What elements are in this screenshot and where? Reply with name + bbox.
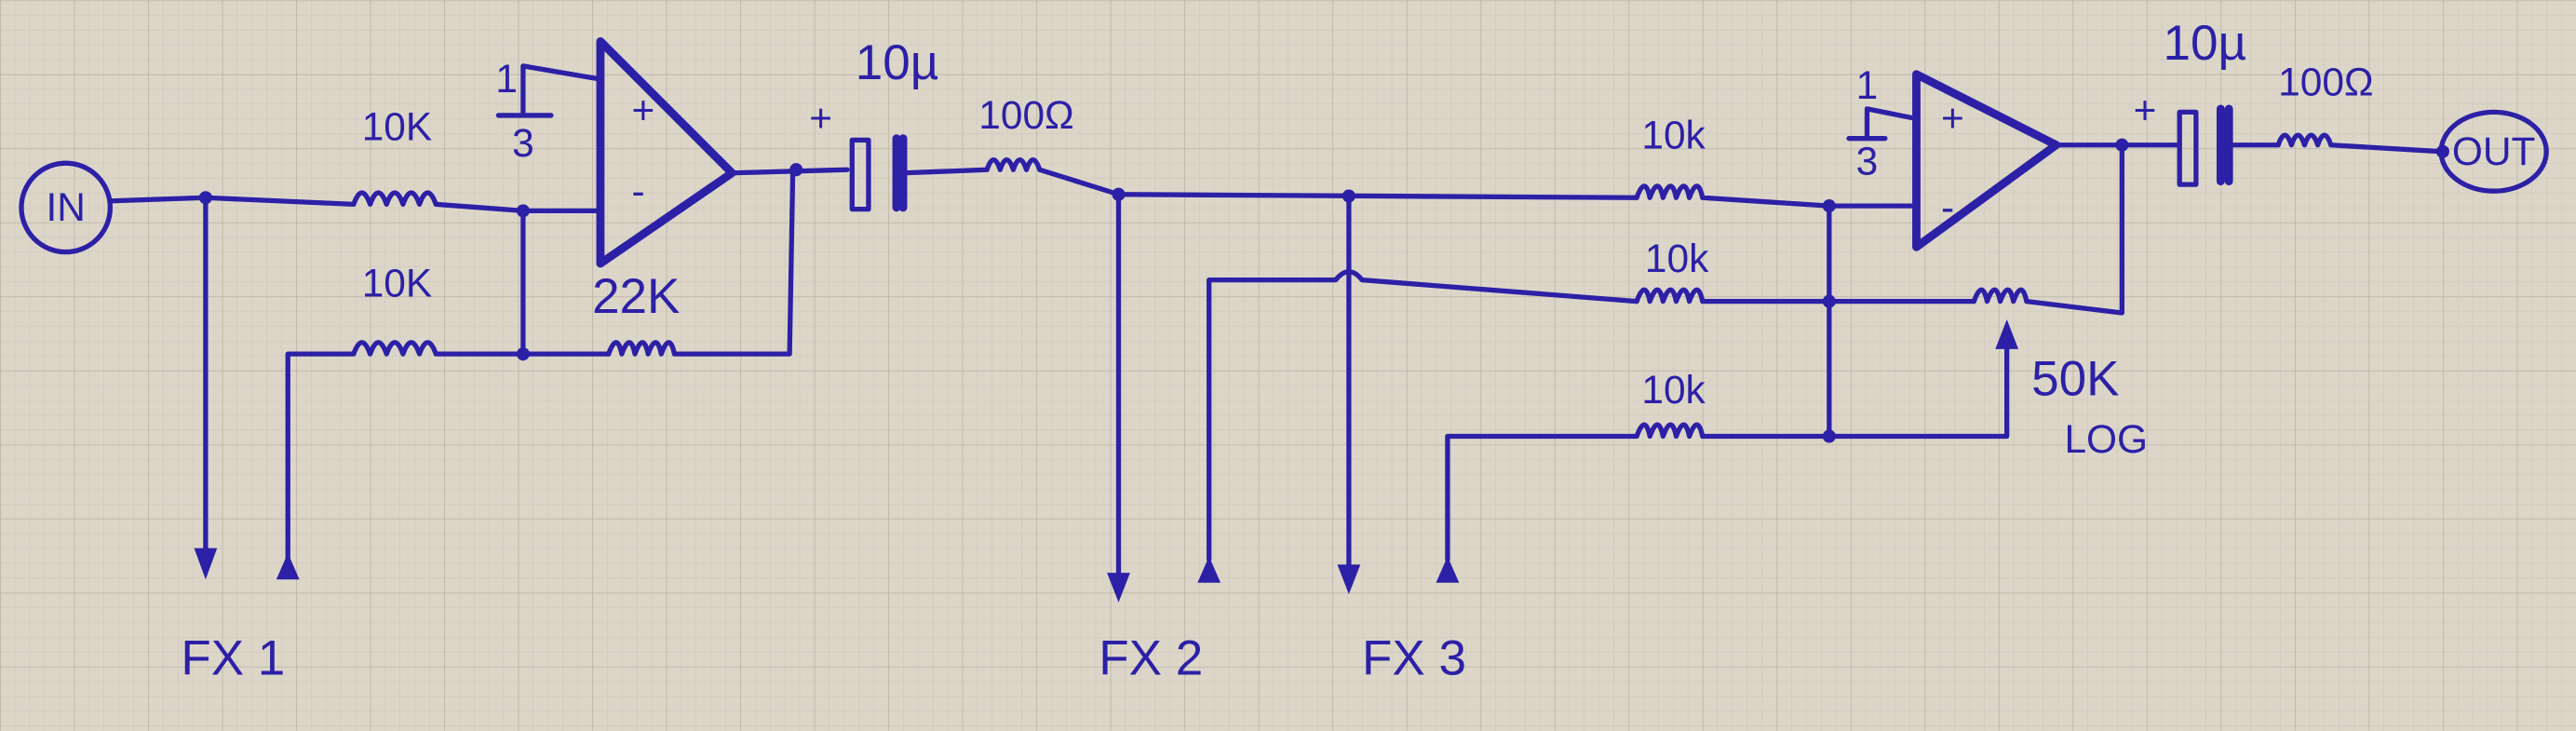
label-cap-2: 10µ — [2164, 16, 2247, 71]
opamp-2-plus: + — [1941, 97, 1964, 141]
opamp-2-minus: - — [1941, 185, 1954, 229]
bias-2-denominator: 3 — [1856, 140, 1879, 183]
resistor-10k-sum-mid — [1634, 287, 1976, 305]
cap-2-polarity: + — [2134, 88, 2157, 132]
fx2-return-arrow-icon — [1197, 556, 1221, 583]
fx3-send-arrow-icon — [1337, 564, 1361, 595]
resistor-10k-sum-bottom — [1445, 340, 2010, 562]
fx1-send-arrow-icon — [194, 548, 218, 580]
label-pot-taper: LOG — [2064, 417, 2148, 461]
bias-2-numerator: 1 — [1856, 63, 1879, 107]
fx3-label: FX 3 — [1362, 631, 1466, 686]
bias-1-wire — [520, 63, 603, 115]
capacitor-2-plus-plate — [2177, 109, 2199, 187]
output-terminal: OUT — [2438, 109, 2549, 194]
label-22k: 22K — [592, 269, 680, 324]
input-label: IN — [46, 185, 85, 229]
label-100-ohm-1: 100Ω — [978, 93, 1073, 137]
label-cap-1: 10µ — [856, 35, 939, 90]
resistor-100-ohm-2 — [2226, 132, 2446, 155]
bias-1-numerator: 1 — [495, 57, 518, 101]
pot-50k-log — [1971, 142, 2124, 316]
label-10k-sum-mid: 10k — [1645, 237, 1709, 280]
label-pot-value: 50K — [2031, 351, 2119, 406]
pot-wiper-arrow-icon — [1995, 319, 2019, 349]
bias-1-denominator: 3 — [512, 121, 534, 165]
fx2-send-arrow-icon — [1107, 573, 1130, 602]
resistor-100-ohm-1 — [900, 156, 1122, 197]
stage1-wiring: 3 + - — [107, 36, 1122, 562]
fx1-label: FX 1 — [181, 631, 285, 686]
resistor-10k-bottom — [285, 340, 612, 562]
opamp-1-plus: + — [631, 88, 654, 132]
capacitor-1-plus-plate — [849, 137, 871, 212]
input-terminal: IN — [19, 160, 114, 255]
fx2-label: FX 2 — [1099, 631, 1203, 686]
label-100-ohm-2: 100Ω — [2278, 61, 2373, 104]
label-10k-sum-top: 10k — [1641, 113, 1706, 156]
resistor-10k-top — [351, 190, 603, 214]
label-10k-top: 10K — [362, 104, 432, 148]
fx1-return-arrow-icon — [276, 552, 300, 580]
resistor-10k-sum-top — [1634, 183, 1920, 209]
resistor-22k-feedback — [606, 167, 796, 357]
output-label: OUT — [2452, 129, 2535, 173]
label-10k-bottom: 10K — [362, 261, 432, 305]
cap-1-polarity: + — [809, 97, 832, 141]
fx3-return-arrow-icon — [1436, 556, 1460, 583]
opamp-1-minus: - — [631, 169, 644, 212]
label-10k-sum-bottom: 10k — [1641, 368, 1706, 412]
